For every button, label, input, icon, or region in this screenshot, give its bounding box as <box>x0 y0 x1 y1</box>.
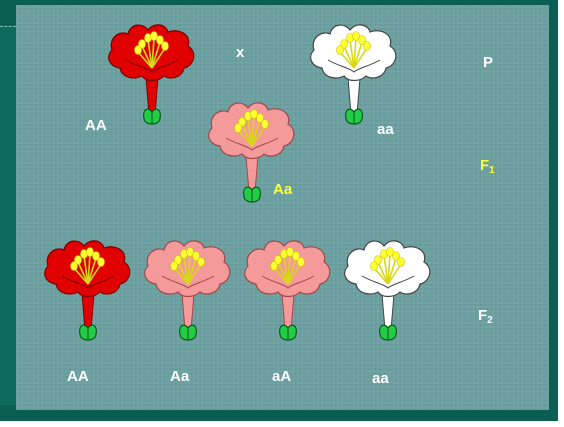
parent-right-genotype: aa <box>377 121 394 138</box>
f2-genotype-3: aA <box>272 368 292 385</box>
left-border-band <box>0 25 16 405</box>
generation-label-f1-letter: F <box>480 157 490 174</box>
f1-pink-flower <box>202 98 302 208</box>
flower-graphic <box>344 240 431 341</box>
generation-label-p: P <box>483 54 494 71</box>
flower-graphic <box>44 240 131 341</box>
flower-graphic <box>244 240 331 341</box>
generation-label-f2: F2 <box>478 307 493 326</box>
f2-red-flower-aa <box>38 236 138 346</box>
diagram-panel <box>16 5 549 410</box>
parent-red-flower <box>102 20 202 130</box>
flower-graphic <box>108 24 195 125</box>
f2-genotype-1: AA <box>67 368 89 385</box>
flower-graphic <box>208 102 295 203</box>
flower-graphic <box>144 240 231 341</box>
f2-pink-flower-aa-het2 <box>238 236 338 346</box>
generation-label-f2-sub: 2 <box>487 315 493 326</box>
f2-pink-flower-aa-het <box>138 236 238 346</box>
flower-graphic <box>310 24 397 125</box>
generation-label-f2-letter: F <box>478 307 488 324</box>
generation-label-f1: F1 <box>480 157 495 176</box>
f2-genotype-4: aa <box>372 370 389 387</box>
parent-white-flower <box>304 20 404 130</box>
f2-genotype-2: Aa <box>170 368 190 385</box>
cross-symbol: x <box>236 44 245 61</box>
top-left-dashes <box>0 26 16 28</box>
f1-genotype: Aa <box>273 181 293 198</box>
f2-white-flower <box>338 236 438 346</box>
generation-label-f1-sub: 1 <box>489 165 495 176</box>
parent-left-genotype: AA <box>85 117 107 134</box>
